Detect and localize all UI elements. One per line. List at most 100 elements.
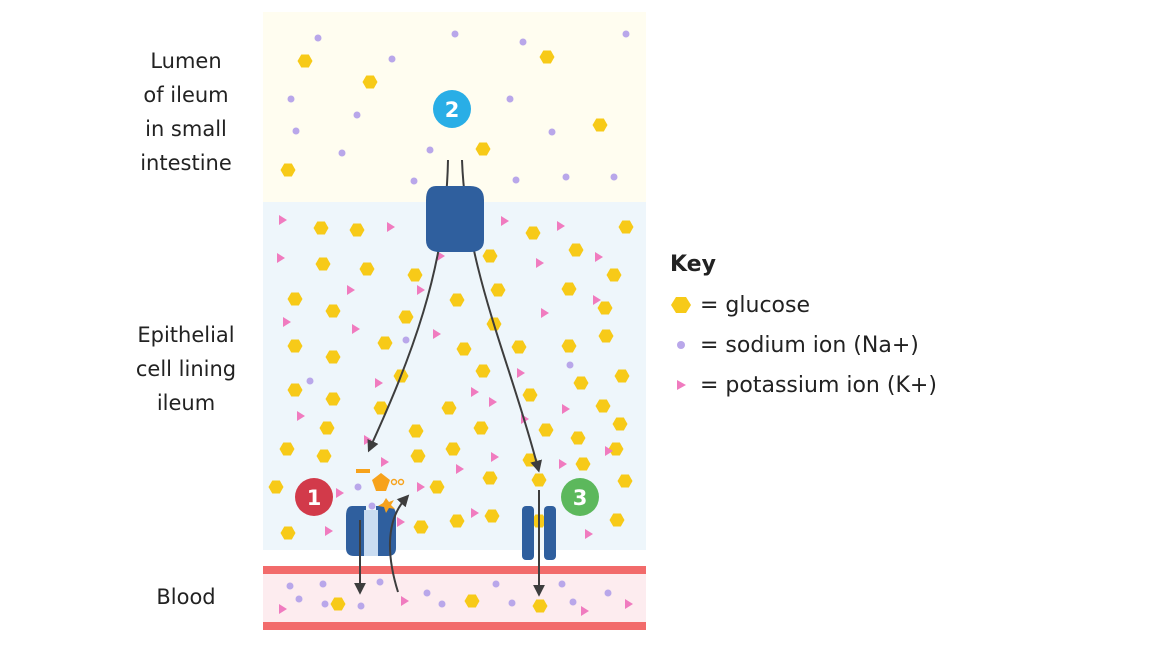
sodium-particle [314,34,322,42]
glucose-particle [475,364,491,378]
sodium-particle [426,146,434,154]
key-item-sodium: = sodium ion (Na+) [670,325,937,365]
glucose-particle [413,520,429,534]
potassium-particle [401,596,409,606]
potassium-particle [283,317,291,327]
sodium-particle [319,580,327,588]
glucose-particle [445,442,461,456]
sodium-particle [506,95,514,103]
glucose-particle [456,342,472,356]
glucose-particle [319,421,335,435]
glucose-particle [280,526,296,540]
potassium-particle [471,387,479,397]
blood-vessel-wall-top [263,566,646,574]
cotransporter-protein [426,186,484,252]
potassium-particle [559,459,567,469]
potassium-particle [491,452,499,462]
sodium-particle [622,30,630,38]
potassium-particle [536,258,544,268]
sodium-particle [512,176,520,184]
potassium-particle [336,488,344,498]
key-legend: Key = glucose = sodium ion (Na+) = potas… [670,252,937,405]
glucose-particle [287,339,303,353]
glucose-particle [473,421,489,435]
sodium-particle [610,173,618,181]
lumen-label: Lumen of ileum in small intestine [140,49,232,175]
epithelial-label: Epithelial cell lining ileum [135,323,237,415]
potassium-particle [471,508,479,518]
sodium-particle [354,483,362,491]
sodium-particle [604,589,612,597]
particle-layer [268,30,634,616]
sodium-particle [292,127,300,135]
glucose-particle [511,340,527,354]
glucose-particle [598,329,614,343]
glucose-particle [297,54,313,68]
atp-phosphate-1 [390,478,398,486]
key-item-potassium: = potassium ion (K+) [670,365,937,405]
glucose-particle [279,442,295,456]
sodium-particle [402,336,410,344]
potassium-particle [352,324,360,334]
potassium-particle [581,606,589,616]
glucose-particle [449,514,465,528]
glucose-particle [597,301,613,315]
sodium-particle [566,361,574,369]
glucose-particle [280,163,296,177]
potassium-particle [381,457,389,467]
sodium-dot-icon [677,341,685,349]
potassium-particle [501,216,509,226]
sodium-particle [562,173,570,181]
glucose-particle [441,401,457,415]
glucose-particle [398,310,414,324]
step-badge-2: 2 [433,90,471,128]
svg-text:2: 2 [445,98,460,122]
blood-label: Blood [156,585,216,609]
sodium-particle [569,598,577,606]
sodium-particle [548,128,556,136]
potassium-particle [593,295,601,305]
glucose-particle [595,399,611,413]
sodium-potassium-pump [346,506,396,556]
glucose-particle [330,597,346,611]
potassium-particle [433,329,441,339]
sodium-particle [451,30,459,38]
potassium-triangle-icon [677,380,686,390]
key-item-glucose: = glucose [670,285,937,325]
potassium-particle [562,404,570,414]
glucose-particle [592,118,608,132]
glucose-particle [313,221,329,235]
sodium-particle [438,600,446,608]
glucose-particle [407,268,423,282]
sodium-particle [388,55,396,63]
glucose-particle [377,336,393,350]
potassium-particle [517,368,525,378]
energy-spark-icon [378,498,395,513]
sodium-particle [338,149,346,157]
glucose-particle [482,471,498,485]
sodium-particle [357,602,365,610]
glucose-particle [573,376,589,390]
sodium-particle [287,95,295,103]
glucose-particle [575,457,591,471]
potassium-particle [541,308,549,318]
potassium-particle [279,604,287,614]
key-label-sodium: = sodium ion (Na+) [700,332,919,358]
glucose-particle [325,350,341,364]
potassium-particle [557,221,565,231]
glucose-channel-protein [522,506,556,560]
glucose-particle [612,417,628,431]
potassium-particle [375,378,383,388]
glucose-particle [408,424,424,438]
sodium-particle [558,580,566,588]
sodium-particle [376,578,384,586]
key-label-glucose: = glucose [700,292,810,318]
glucose-particle [475,142,491,156]
svg-text:3: 3 [573,486,588,510]
sodium-particle [508,599,516,607]
glucose-hexagon-icon [671,297,691,313]
potassium-particle [277,253,285,263]
arrow-pump-up [388,494,410,593]
potassium-particle [297,411,305,421]
